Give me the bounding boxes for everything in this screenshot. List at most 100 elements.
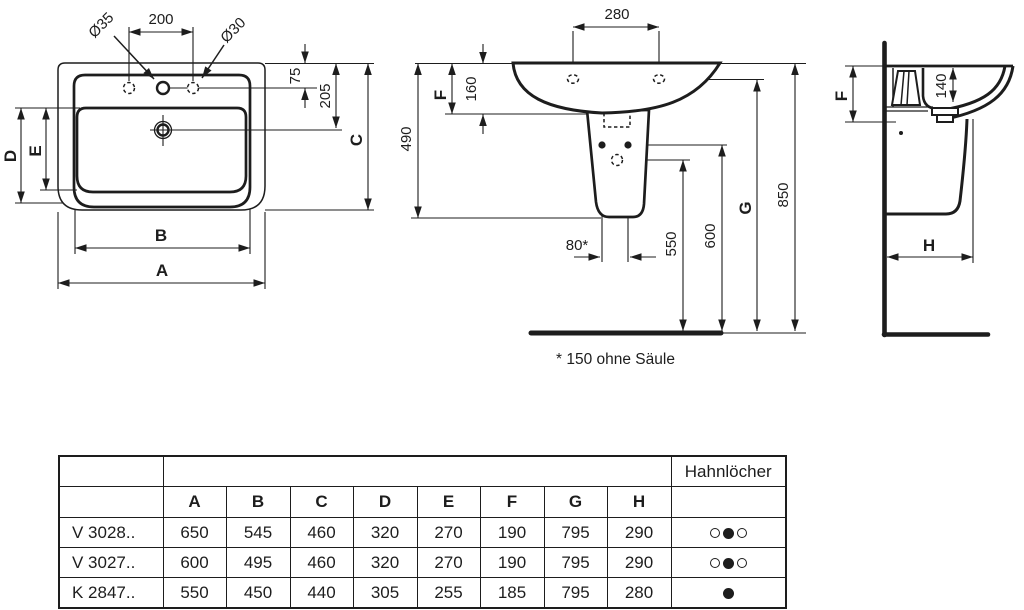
value-cell: 460: [289, 517, 354, 548]
dim-label-140: 140: [933, 73, 950, 98]
fixing-hole-left: [598, 141, 606, 149]
dim-D: D: [1, 108, 25, 203]
value-cell: 290: [606, 517, 672, 548]
dim-A: A: [58, 261, 265, 287]
value-cell: 460: [289, 547, 354, 578]
hidden-outlet-box: [603, 113, 631, 128]
dim-F-front: F: [431, 63, 456, 114]
dim-label-B: B: [155, 226, 167, 245]
table-row-v3028: V 3028.. 650 545 460 320 270 190 795 290: [58, 517, 787, 548]
dim-label-F-front: F: [431, 90, 450, 100]
washbasin-dimension-drawing: Ø35 Ø30 200 75 205 C D E: [1, 6, 1015, 368]
value-cell: 185: [479, 577, 545, 609]
tap-hole-center: [155, 80, 171, 96]
fixing-hole-side: [899, 131, 903, 135]
tap-hole-left-ghost: [122, 81, 136, 95]
dim-160: 160: [463, 44, 487, 134]
dim-label-75: 75: [287, 68, 304, 85]
value-cell: 290: [606, 547, 672, 578]
dim-490: 490: [398, 63, 422, 218]
value-cell: 795: [543, 577, 608, 609]
dim-label-160: 160: [463, 76, 480, 101]
dim-label-G: G: [736, 201, 755, 214]
dim-label-dia35: Ø35: [85, 9, 117, 41]
col-header-G: G: [543, 486, 608, 518]
value-cell: 795: [543, 517, 608, 548]
dim-label-80: 80*: [566, 237, 589, 254]
corner-cell: [58, 455, 164, 487]
table-row-k2847: K 2847.. 550 450 440 305 255 185 795 280: [58, 577, 787, 609]
tap-holes-symbol-one: [670, 577, 787, 609]
col-header-A: A: [162, 486, 227, 518]
dim-label-E: E: [26, 145, 45, 156]
dimensions-span-cell: [162, 455, 672, 487]
dim-280: 280: [573, 6, 659, 31]
drain-fitting-section: [931, 107, 959, 123]
tap-hole-ghost-left: [566, 74, 580, 84]
value-cell: 270: [416, 517, 481, 548]
basin-bowl-outline: [75, 106, 248, 194]
dim-140: 140: [933, 68, 957, 102]
dim-205: 205: [317, 63, 340, 128]
dimension-table: Hahnlöcher A B C D E F G H V 3028.. 650 …: [58, 455, 787, 609]
dim-label-550: 550: [663, 231, 680, 256]
value-cell: 495: [225, 547, 291, 578]
fixing-hole-right: [624, 141, 632, 149]
tap-hole-ghost-right: [652, 74, 666, 84]
dim-label-A: A: [156, 261, 168, 280]
pedestal-outline: [585, 108, 651, 219]
dim-label-dia30: Ø30: [217, 14, 249, 46]
tap-holes-header: Hahnlöcher: [670, 455, 787, 487]
table-header-row-columns: A B C D E F G H: [58, 486, 787, 518]
value-cell: 440: [289, 577, 354, 609]
value-cell: 320: [352, 547, 418, 578]
table-row-v3027: V 3027.. 600 495 460 320 270 190 795 290: [58, 547, 787, 578]
tap-holes-symbol-three: [670, 547, 787, 578]
overflow-hole: [150, 115, 176, 146]
tap-holes-symbol-three: [670, 517, 787, 548]
basin-front-outline: [511, 61, 723, 115]
dim-G: G: [736, 80, 761, 331]
dim-B: B: [75, 226, 250, 252]
col-header-D: D: [352, 486, 418, 518]
empty-cell: [670, 486, 787, 518]
model-name: K 2847..: [58, 577, 164, 609]
col-header-B: B: [225, 486, 291, 518]
model-name: V 3028..: [58, 517, 164, 548]
dim-label-H: H: [923, 236, 935, 255]
outlet-hole-ghost: [610, 153, 624, 167]
dim-600: 600: [702, 145, 726, 331]
dim-F-side: F: [832, 66, 857, 122]
value-cell: 650: [162, 517, 227, 548]
table-header-row-top: Hahnlöcher: [58, 455, 787, 487]
front-view-drawing: 280 F 160 490 80* 550 600: [398, 6, 806, 368]
value-cell: 190: [479, 547, 545, 578]
dim-850: 850: [775, 63, 799, 331]
value-cell: 270: [416, 547, 481, 578]
value-cell: 545: [225, 517, 291, 548]
value-cell: 795: [543, 547, 608, 578]
top-view-drawing: Ø35 Ø30 200 75 205 C D E: [1, 9, 374, 289]
col-header-C: C: [289, 486, 354, 518]
tap-hole-right-ghost: [186, 81, 200, 95]
dim-label-490: 490: [398, 126, 415, 151]
footnote: * 150 ohne Säule: [556, 351, 675, 368]
side-view-drawing: F 140 H: [832, 40, 1015, 338]
dim-550: 550: [663, 160, 687, 331]
dim-label-280: 280: [604, 6, 629, 23]
dim-label-D: D: [1, 150, 20, 162]
value-cell: 600: [162, 547, 227, 578]
dim-label-850: 850: [775, 182, 792, 207]
dim-80: 80*: [566, 237, 656, 261]
value-cell: 280: [606, 577, 672, 609]
dim-200: 200: [129, 11, 193, 36]
semi-pedestal-profile: [886, 118, 969, 216]
tap-deck-section: [886, 68, 938, 112]
value-cell: 550: [162, 577, 227, 609]
col-header-E: E: [416, 486, 481, 518]
col-header-F: F: [479, 486, 545, 518]
dim-label-205: 205: [317, 83, 334, 108]
model-name: V 3027..: [58, 547, 164, 578]
dim-label-F-side: F: [832, 91, 851, 101]
